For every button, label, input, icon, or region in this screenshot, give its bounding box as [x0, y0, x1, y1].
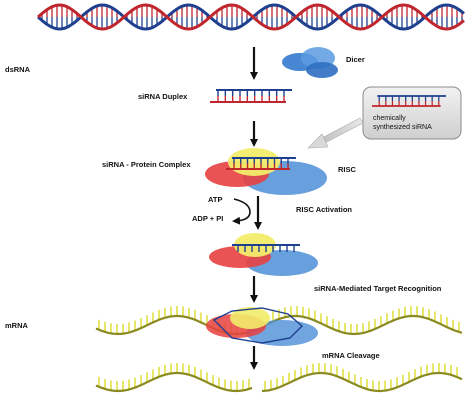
risc-activation-label: RISC Activation [296, 205, 352, 214]
cleaved-mrna-fragment-left [95, 363, 253, 393]
risc-label: RISC [338, 165, 357, 174]
sirna-protein-complex-label: siRNA - Protein Complex [102, 160, 191, 169]
mrna-label: mRNA [5, 321, 29, 330]
grey-arrow-to-risc [307, 117, 364, 149]
dsrna-strand-blue [37, 3, 465, 31]
mrna-backbone [261, 371, 463, 393]
mrna-backbone [95, 314, 463, 336]
target-recognition-label: siRNA-Mediated Target Recognition [314, 284, 442, 293]
mrna-bases [98, 363, 250, 391]
synthesized-sirna-label: synthesized siRNA [373, 124, 432, 131]
dicer-enzyme [282, 47, 338, 78]
atp-hydrolysis-arrow [232, 198, 251, 225]
guide-strand-on-mrna [212, 307, 304, 344]
chemically-synthesized-sirna-box: chemically synthesized siRNA [362, 86, 462, 140]
chemically-label: chemically [373, 115, 406, 122]
dsrna-label: dsRNA [5, 65, 31, 74]
cleaved-mrna-fragment-right [261, 363, 463, 393]
risc-bound-sirna-duplex [226, 157, 296, 170]
risc-on-mrna [206, 307, 318, 346]
sirna-duplex [210, 89, 292, 103]
activated-risc [209, 233, 318, 276]
active-guide-strand [232, 244, 300, 252]
atp-label: ATP [208, 195, 222, 204]
risc-complex [205, 148, 327, 195]
dicer-label: Dicer [346, 55, 365, 64]
mrna-bases [264, 363, 458, 391]
mrna-cleavage-label: mRNA Cleavage [322, 351, 380, 360]
dsrna-helix [37, 3, 465, 31]
sirna-duplex-label: siRNA Duplex [138, 92, 188, 101]
dsrna-strand-red [37, 3, 465, 31]
adp-pi-label: ADP + PI [192, 214, 223, 223]
synthetic-sirna-duplex [372, 95, 446, 107]
mrna-backbone [95, 371, 253, 393]
